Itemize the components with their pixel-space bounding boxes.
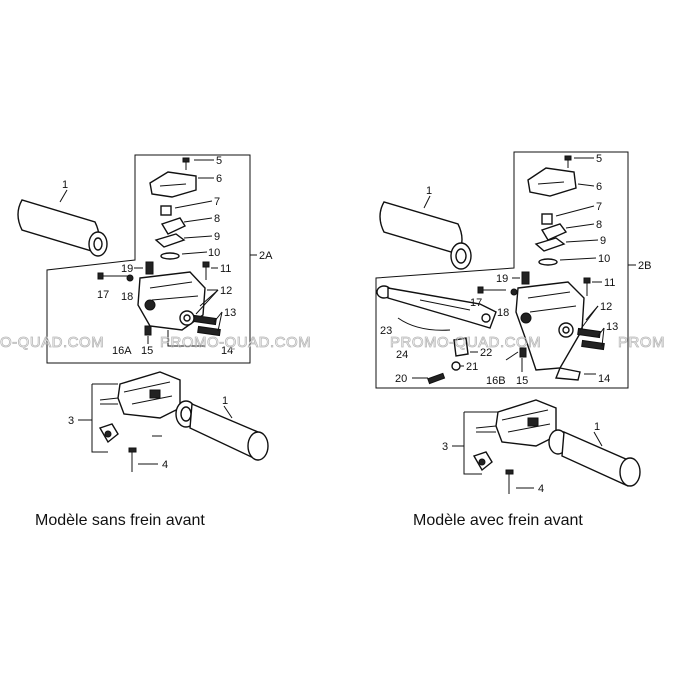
bolts-13	[193, 314, 221, 337]
screw-17-right	[477, 286, 506, 294]
label-16b: 16B	[486, 375, 506, 387]
label-21: 21	[466, 361, 478, 373]
label-22: 22	[480, 347, 492, 359]
screw-11-right	[583, 277, 591, 296]
nut-21	[451, 361, 461, 371]
label-1-lower-right: 1	[594, 421, 600, 433]
cover-6-right	[527, 167, 577, 197]
caption-right: Modèle avec frein avant	[413, 512, 583, 529]
bolt-7	[160, 205, 172, 216]
screw-11	[202, 261, 210, 280]
label-12: 12	[220, 285, 232, 297]
label-11: 11	[220, 263, 231, 275]
washer-8	[160, 217, 187, 235]
grip-1-lower	[175, 400, 269, 461]
screw-17	[97, 272, 128, 280]
label-19-right: 19	[496, 273, 508, 285]
watermark-2: PROMO-QUAD.COM	[160, 334, 311, 351]
washer-8-right	[540, 223, 568, 241]
label-17: 17	[97, 289, 109, 301]
label-10-right: 10	[598, 253, 610, 265]
bracket-3-right	[463, 411, 498, 475]
screw-20	[427, 372, 446, 385]
label-1-lower: 1	[222, 395, 228, 407]
label-6: 6	[216, 173, 222, 185]
label-1-right: 1	[426, 185, 432, 197]
label-14-right: 14	[598, 373, 610, 385]
label-7-right: 7	[596, 201, 602, 213]
bolt-7-right	[541, 213, 553, 225]
plate-9	[154, 233, 186, 248]
screw-5	[182, 157, 190, 170]
label-23: 23	[380, 325, 392, 337]
label-5: 5	[216, 155, 222, 167]
ring-10-right	[538, 258, 558, 266]
left-assembly: 1 5 6 7 8 9 10 2A 11 19 17 18 12 13 14 1…	[17, 154, 273, 472]
label-1: 1	[62, 179, 68, 191]
label-4-right: 4	[538, 483, 544, 495]
label-9-right: 9	[600, 235, 606, 247]
label-6-right: 6	[596, 181, 602, 193]
grip-1-upper	[17, 199, 108, 257]
part-22	[453, 337, 469, 357]
label-14: 14	[221, 345, 233, 357]
label-9: 9	[214, 231, 220, 243]
label-10: 10	[208, 247, 220, 259]
label-11-right: 11	[604, 277, 615, 289]
bolts-13-right	[577, 327, 605, 351]
label-18-right: 18	[497, 307, 509, 319]
label-3: 3	[68, 415, 74, 427]
grip-1-upper-right	[379, 201, 472, 270]
screw-4-left	[128, 447, 137, 472]
label-24: 24	[396, 349, 408, 361]
label-5-right: 5	[596, 153, 602, 165]
label-2a: 2A	[259, 250, 273, 262]
label-16a: 16A	[112, 345, 132, 357]
plate-9-right	[534, 237, 566, 252]
switch-housing-3-right	[472, 399, 557, 472]
label-20: 20	[395, 373, 407, 385]
watermark-row: O-QUAD.COM PROMO-QUAD.COM PROMO-QUAD.COM…	[0, 334, 665, 352]
label-17-right: 17	[470, 297, 482, 309]
nut-18	[126, 274, 134, 282]
label-19: 19	[121, 263, 133, 275]
switch-housing-3-left	[98, 371, 181, 444]
throttle-housing-right	[515, 271, 585, 381]
screw-15-right	[519, 347, 527, 358]
label-13-right: 13	[606, 321, 618, 333]
cable-24	[397, 317, 451, 331]
label-8: 8	[214, 213, 220, 225]
grip-1-lower-right	[548, 429, 641, 487]
label-12-right: 12	[600, 301, 612, 313]
label-15: 15	[141, 345, 153, 357]
screw-15	[144, 325, 152, 336]
label-15-right: 15	[516, 375, 528, 387]
screw-5-right	[564, 155, 572, 168]
label-8-right: 8	[596, 219, 602, 231]
label-3-right: 3	[442, 441, 448, 453]
watermark-3: PROMO-QUAD.COM	[390, 334, 541, 351]
bracket-14	[167, 330, 205, 347]
label-4: 4	[162, 459, 168, 471]
caption-left: Modèle sans frein avant	[35, 512, 205, 529]
nut-18-right	[510, 288, 518, 296]
label-7: 7	[214, 196, 220, 208]
label-2b: 2B	[638, 260, 651, 272]
label-13: 13	[224, 307, 236, 319]
right-assembly: 1 5 6 7 8 9 10 2B 11 19 17 18 12 13 14 1…	[375, 151, 651, 495]
bracket-3-left	[91, 383, 118, 453]
frame-2a	[46, 154, 251, 364]
label-18: 18	[121, 291, 133, 303]
watermark-4: PROM	[618, 334, 665, 351]
throttle-housing-left	[137, 261, 206, 331]
brake-lever-23	[376, 285, 497, 329]
left-leaders	[59, 159, 257, 344]
right-leaders	[412, 157, 636, 379]
screw-4-right	[505, 469, 514, 494]
ring-10	[160, 252, 180, 260]
frame-2b	[375, 151, 629, 389]
watermark-1: O-QUAD.COM	[0, 334, 104, 351]
